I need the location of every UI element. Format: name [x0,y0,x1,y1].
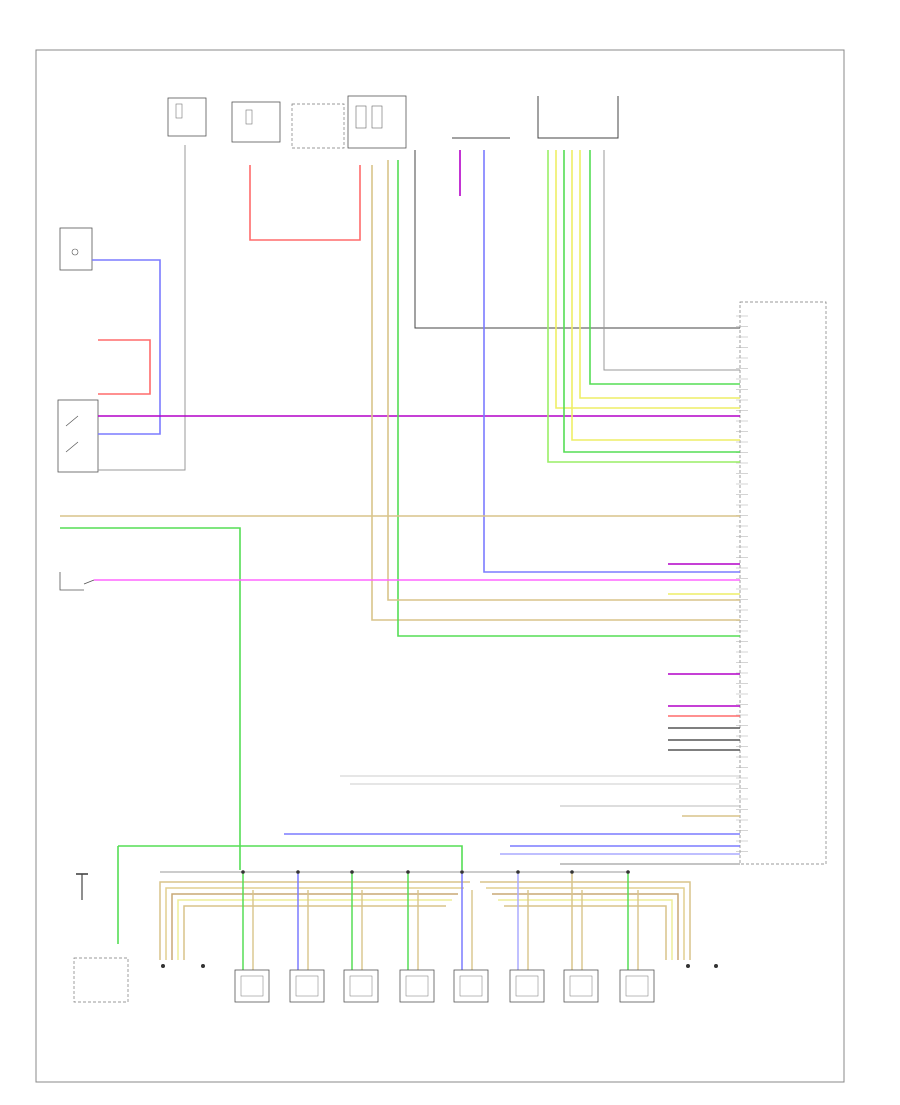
splice-icon [516,870,520,874]
injector-box [343,969,379,1003]
sensor-icon [71,248,79,256]
connector-icon [686,964,690,968]
fuse-box-2-body [231,101,281,143]
fuse-icon [175,103,183,119]
harness-wire-left [177,899,452,960]
wire-gray-fuse1 [98,145,186,471]
left-switch-body [57,399,99,473]
wire-green-feed [118,845,463,870]
wire-tan-module-2 [387,160,740,601]
wires [60,145,740,944]
wire-red-fuse-loop [249,165,361,241]
left-switch-module [57,399,99,473]
coil-icon [569,975,593,997]
connector-icon [201,964,205,968]
pcm-module-outline [739,301,827,865]
coil-icon [371,105,383,129]
wire-tan-module [371,165,740,621]
wire-red-switch [98,339,151,395]
harness-wire-right [498,899,673,960]
pcm-pin-ticks [736,315,748,852]
switch-icon [59,572,95,591]
injector-box [509,969,545,1003]
left-sensor-1 [59,227,93,271]
pcm-module [736,301,827,865]
switch-icon [65,415,79,453]
splice-icon [350,870,354,874]
wire-blue-sensor-top [483,150,740,573]
bottom-left-connector-outline [73,957,129,1003]
diagram-frame [35,49,845,1083]
bottom-left-connector [73,873,129,1003]
pressure-switch [59,572,95,591]
fuse-box-1 [167,97,207,137]
instrument-cluster-body [537,96,619,139]
harness-wire-left [171,893,458,960]
harness-wire-left [165,887,464,960]
wire-green-left-down [60,527,241,870]
coil-icon [240,975,264,997]
harness-wire-right [480,881,691,960]
coil-icon [515,975,539,997]
harness-wire-right [486,887,685,960]
coil-icon [459,975,483,997]
coil-icon [625,975,649,997]
wire-cluster-4 [571,150,740,441]
wire-dark-top [414,150,740,329]
instrument-cluster [537,96,619,139]
wire-blue-left-sensor [92,259,161,435]
injector-box [453,969,489,1003]
top-module-body [347,95,407,149]
splice-icon [406,870,410,874]
harness-wire-right [504,905,667,960]
coil-icon [349,975,373,997]
relay-unit-outline [291,103,345,149]
injector-box [289,969,325,1003]
harness-wire-left [183,905,446,960]
splice-icon [570,870,574,874]
splice-icon [296,870,300,874]
injector-row [161,870,718,1003]
splice-icon [241,870,245,874]
coil-icon [355,105,367,129]
wire-cluster-3 [563,150,740,453]
harness-wire-right [492,893,679,960]
fuse-box-2 [231,101,281,143]
wire-cluster-1 [547,150,740,463]
wire-cluster-2 [555,150,740,409]
fuse-box-1-body [167,97,207,137]
wire-cluster-6 [589,150,740,385]
connector-icon [161,964,165,968]
splice-icon [626,870,630,874]
harness-wire-left [159,881,470,960]
coil-icon [295,975,319,997]
fuse-icon [245,109,253,125]
injector-harness [159,871,691,960]
injector-box [234,969,270,1003]
coil-icon [405,975,429,997]
wire-cluster-7 [603,150,740,371]
wire-green-module [397,160,740,637]
injector-box [399,969,435,1003]
relay-unit [291,103,345,149]
injector-box [563,969,599,1003]
top-module [347,95,407,149]
injector-box [619,969,655,1003]
connector-icon [714,964,718,968]
wire-cluster-5 [579,150,740,399]
splice-icon [460,870,464,874]
